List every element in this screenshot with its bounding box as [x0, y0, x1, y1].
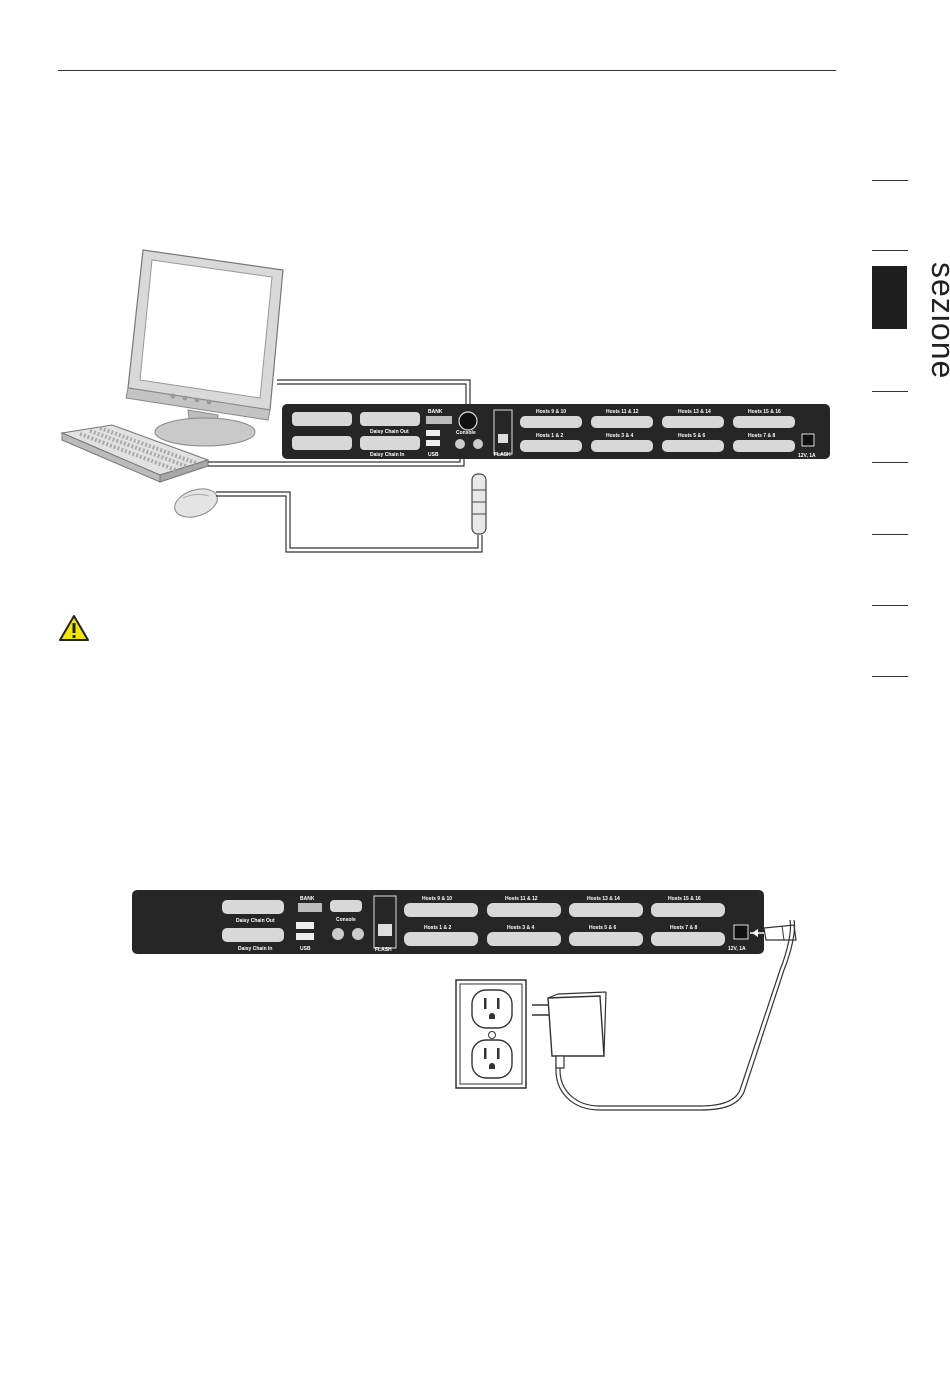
keyboard-icon: [60, 424, 210, 483]
host-port-label-3: Hosts 13 & 14: [678, 409, 711, 415]
power-jack: [801, 433, 815, 447]
section-tab-6[interactable]: [872, 534, 908, 535]
host-port-1-2: [520, 440, 582, 452]
console-label-2: Console: [336, 917, 356, 923]
host-port-15-16-b: [651, 903, 725, 917]
daisy-chain-in-label-2: Daisy Chain In: [238, 946, 272, 952]
daisy-chain-out-port: [360, 412, 420, 426]
section-tab-7[interactable]: [872, 605, 908, 606]
wall-outlet-icon: [455, 979, 527, 1089]
power-label-bottom: 12V, 1A: [728, 946, 746, 952]
daisy-chain-in-left-port: [292, 436, 352, 450]
power-plug-icon: [750, 924, 797, 941]
power-jack-2: [733, 924, 749, 940]
power-adapter-icon: [532, 991, 607, 1069]
daisy-chain-out-label-2: Daisy Chain Out: [236, 918, 275, 924]
host-port-1-2-b: [404, 932, 478, 946]
daisy-chain-in-port: [360, 436, 420, 450]
host-port-label-9: Hosts 9 & 10: [422, 896, 452, 902]
usb-label: USB: [428, 452, 439, 458]
host-port-label-2: Hosts 11 & 12: [606, 409, 639, 415]
host-port-9-10: [520, 416, 582, 428]
host-port-label-10: Hosts 11 & 12: [505, 896, 538, 902]
host-port-label-1: Hosts 9 & 10: [536, 409, 566, 415]
daisy-chain-out-port-2: [222, 900, 284, 914]
ps2-mouse-port-2: [352, 928, 364, 940]
power-connection-diagram: Daisy Chain Out Daisy Chain In BANK USB …: [132, 890, 797, 1111]
header-rule: [58, 70, 836, 71]
kvm-back-panel-top: Daisy Chain Out Daisy Chain In BANK USB …: [282, 404, 830, 459]
host-port-13-14-b: [569, 903, 643, 917]
usb-port-4: [296, 933, 314, 940]
mouse-icon: [174, 488, 218, 518]
section-tab-5[interactable]: [872, 462, 908, 463]
host-port-label-8: Hosts 7 & 8: [748, 433, 775, 439]
daisy-chain-in-port-2: [222, 928, 284, 942]
host-port-7-8: [733, 440, 795, 452]
monitor-icon: [125, 249, 284, 447]
host-port-label-13: Hosts 1 & 2: [424, 925, 451, 931]
daisy-chain-out-label: Daisy Chain Out: [370, 429, 409, 435]
console-label: Console: [456, 430, 476, 436]
host-port-label-4: Hosts 15 & 16: [748, 409, 781, 415]
host-port-label-6: Hosts 3 & 4: [606, 433, 633, 439]
flash-label-2: FLASH: [375, 947, 392, 953]
section-tab-2[interactable]: [872, 250, 908, 251]
bank-label-2: BANK: [300, 896, 315, 902]
host-port-9-10-b: [404, 903, 478, 917]
ps2-keyboard-port: [455, 439, 465, 449]
console-vga-port: [458, 411, 478, 431]
section-tab-active[interactable]: [872, 266, 907, 329]
host-port-label-12: Hosts 15 & 16: [668, 896, 701, 902]
bank-dip-switch: [426, 416, 452, 424]
ps2-mouse-port: [473, 439, 483, 449]
usb-port-2: [426, 440, 440, 446]
host-port-15-16: [733, 416, 795, 428]
host-port-13-14: [662, 416, 724, 428]
flash-label: FLASH: [494, 452, 511, 458]
section-tab-1[interactable]: [872, 180, 908, 181]
host-port-label-7: Hosts 5 & 6: [678, 433, 705, 439]
section-label: sezione: [925, 262, 950, 380]
ps2-keyboard-port-2: [332, 928, 344, 940]
host-port-3-4-b: [487, 932, 561, 946]
usb-port-1: [426, 430, 440, 436]
host-port-label-11: Hosts 13 & 14: [587, 896, 620, 902]
usb-port-3: [296, 922, 314, 929]
console-vga-port-2: [330, 900, 362, 912]
bank-label: BANK: [428, 409, 443, 415]
flash-box-2: [373, 895, 397, 949]
usb-label-2: USB: [300, 946, 311, 952]
power-label-top: 12V, 1A: [798, 453, 816, 459]
flash-port: [498, 434, 508, 443]
host-port-5-6: [662, 440, 724, 452]
console-connection-diagram: Daisy Chain Out Daisy Chain In BANK USB …: [60, 249, 830, 553]
host-port-label-5: Hosts 1 & 2: [536, 433, 563, 439]
host-port-label-15: Hosts 5 & 6: [589, 925, 616, 931]
flash-box: [493, 409, 513, 455]
host-port-11-12: [591, 416, 653, 428]
host-port-label-16: Hosts 7 & 8: [670, 925, 697, 931]
host-port-7-8-b: [651, 932, 725, 946]
daisy-chain-out-left-port: [292, 412, 352, 426]
host-port-11-12-b: [487, 903, 561, 917]
bank-dip-switch-2: [298, 903, 322, 912]
section-tab-8[interactable]: [872, 676, 908, 677]
section-tab-4[interactable]: [872, 391, 908, 392]
warning-triangle-icon: [59, 615, 89, 641]
daisy-chain-in-label: Daisy Chain In: [370, 452, 404, 458]
flash-port-2: [378, 924, 392, 936]
console-plug-icon: [471, 473, 487, 535]
host-port-label-14: Hosts 3 & 4: [507, 925, 534, 931]
host-port-3-4: [591, 440, 653, 452]
host-port-5-6-b: [569, 932, 643, 946]
kvm-back-panel-bottom: Daisy Chain Out Daisy Chain In BANK USB …: [132, 890, 764, 954]
